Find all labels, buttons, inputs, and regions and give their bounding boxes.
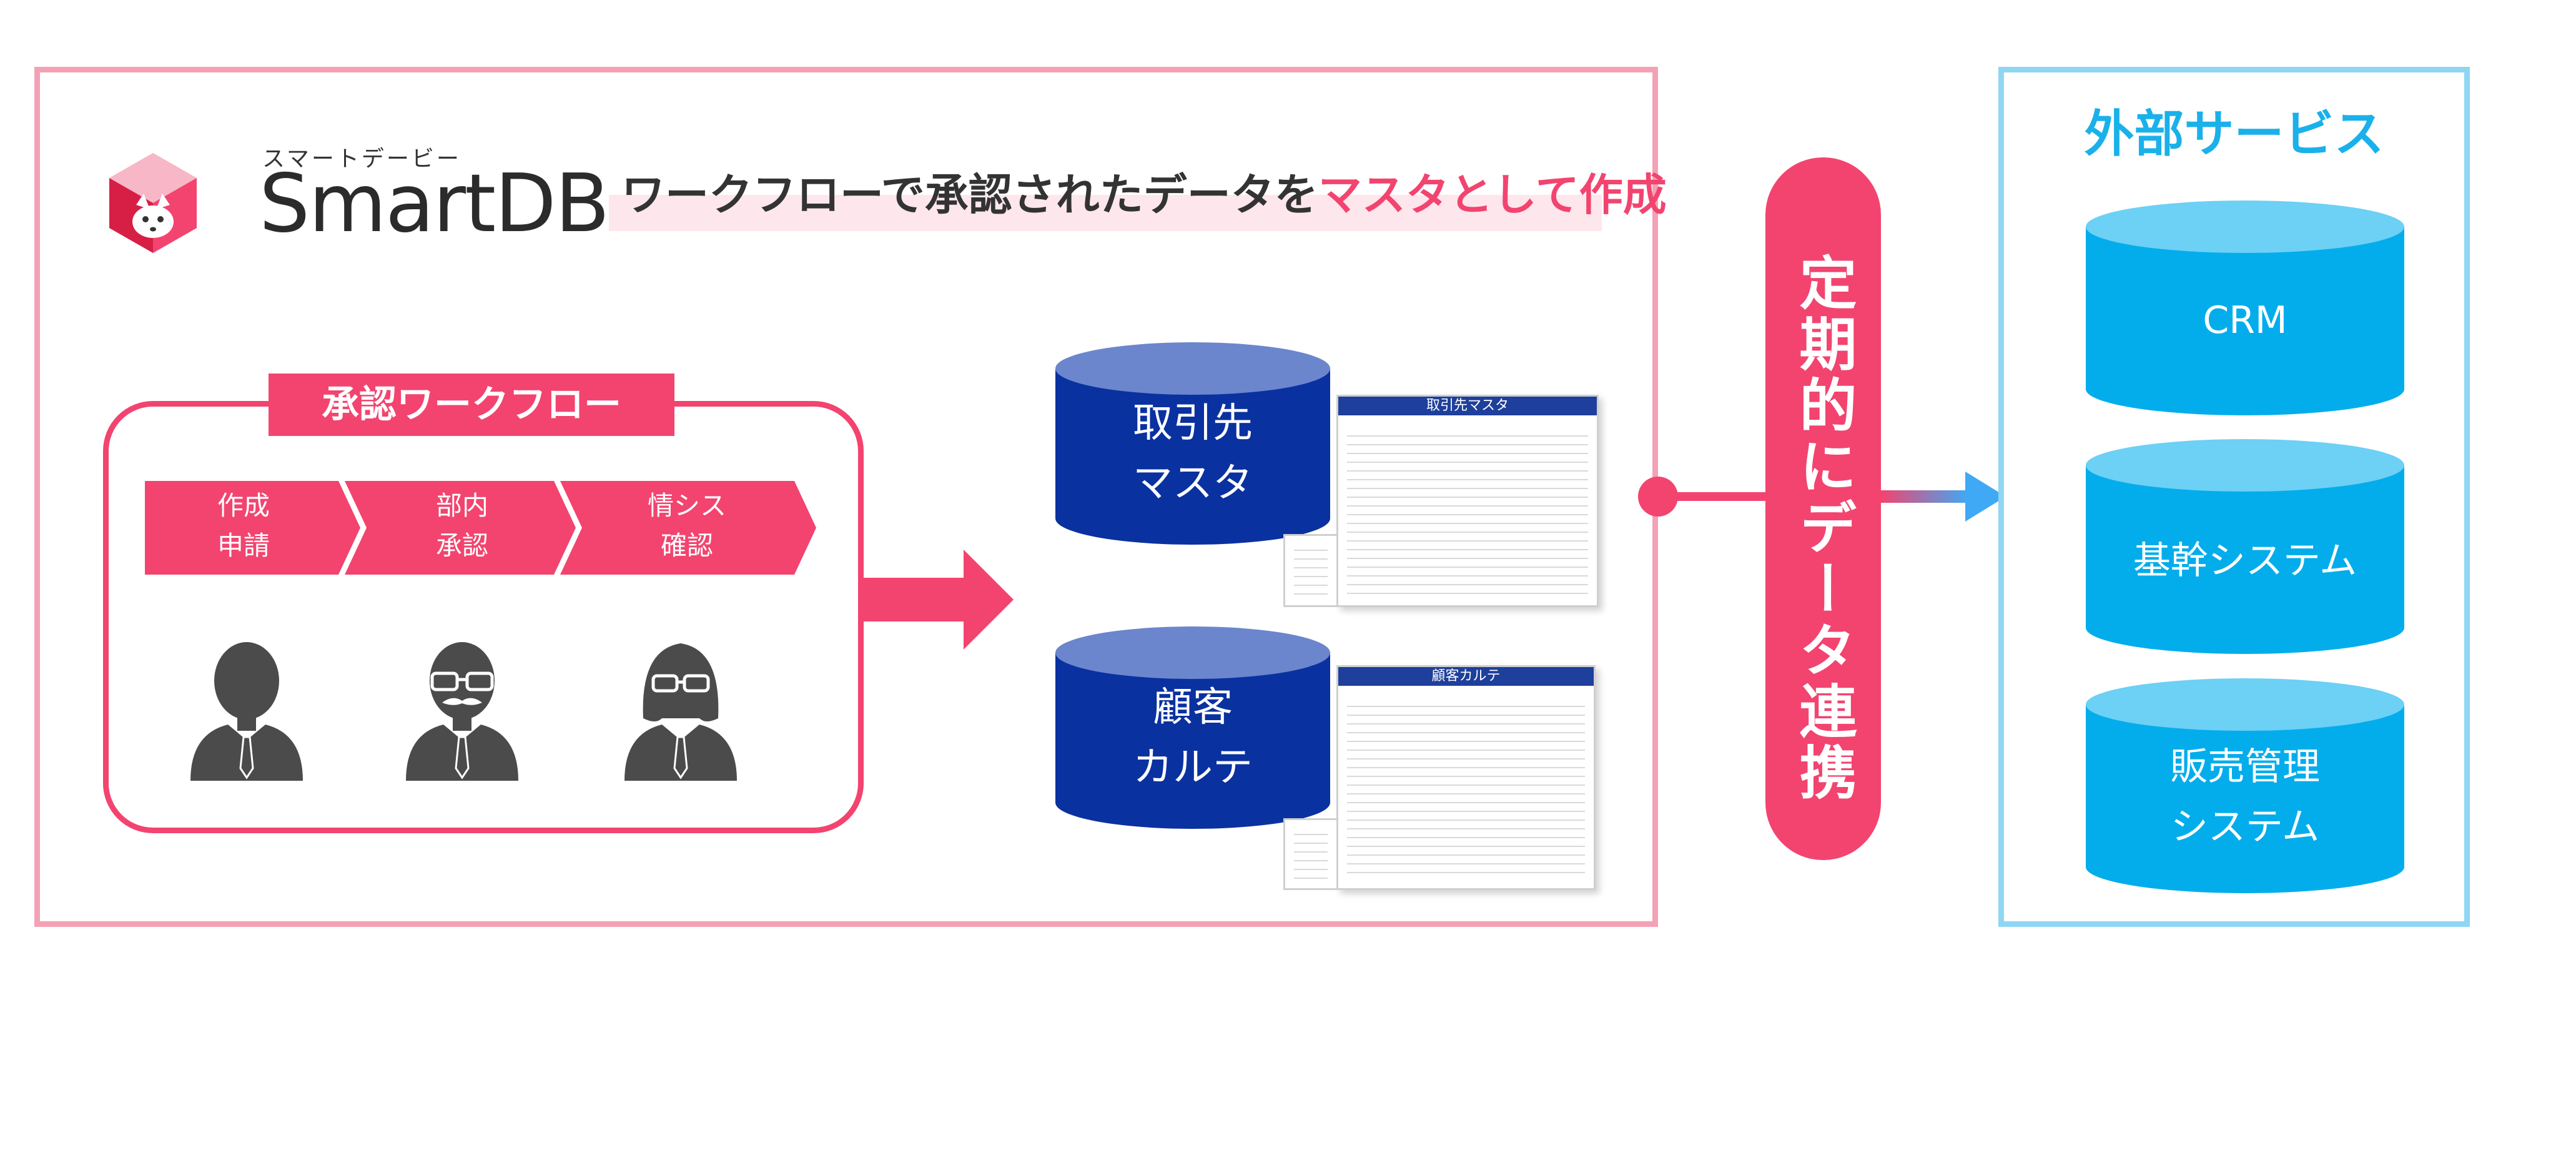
master-doc-thumbnail: 取引先マスタ — [1336, 395, 1599, 607]
step-chevron-1 — [145, 481, 360, 575]
connector-left — [1638, 477, 1767, 517]
sales-system-line1: 販売管理 — [2170, 745, 2320, 789]
crm-line1: CRM — [2203, 299, 2287, 342]
customer-db-line1: 顧客 — [1153, 685, 1233, 731]
workflow-step-1: 作成 申請 — [172, 486, 315, 566]
customer-doc-title: 顧客カルテ — [1338, 667, 1594, 686]
sales-system-line2: システム — [2170, 805, 2320, 849]
master-db-label: 取引先 マスタ — [1055, 393, 1330, 513]
logo-wordmark: SmartDB — [259, 157, 610, 250]
sales-system-cylinder — [2086, 678, 2404, 893]
step-1-line2: 申請 — [217, 530, 270, 561]
crm-cylinder — [2086, 200, 2404, 415]
step-1-line1: 作成 — [217, 490, 270, 521]
sync-pill — [1765, 157, 1881, 860]
sync-arrow — [1881, 472, 2006, 522]
sales-system-label: 販売管理 システム — [2083, 737, 2407, 857]
customer-db-cylinder — [1055, 626, 1330, 829]
tagline-main: ワークフローで承認されたデータを — [621, 169, 1318, 220]
master-doc-lines — [1347, 428, 1588, 598]
smartdb-cube-logo-icon — [109, 153, 197, 253]
master-doc-title: 取引先マスタ — [1338, 397, 1597, 415]
step-2-line1: 部内 — [435, 490, 488, 521]
logo-ruby-text: スマートデービー — [262, 146, 461, 172]
step-chevron-3 — [560, 481, 816, 575]
core-system-line1: 基幹システム — [2133, 539, 2357, 583]
crm-label: CRM — [2083, 290, 2407, 350]
sync-pill-label: 定期的にデータ連携 — [1790, 253, 1857, 804]
person-woman-icon — [624, 643, 737, 781]
smartdb-logo: スマートデービー SmartDB — [106, 141, 610, 265]
master-db-cylinder — [1055, 342, 1330, 545]
customer-db-label: 顧客 カルテ — [1055, 678, 1330, 798]
core-system-label: 基幹システム — [2083, 531, 2407, 591]
workflow-step-2: 部内 承認 — [390, 486, 534, 566]
tagline-highlight: マスタとして作成 — [1318, 169, 1667, 220]
tagline: ワークフローで承認されたデータをマスタとして作成 — [621, 164, 1667, 226]
master-db-line2: マスタ — [1133, 460, 1253, 507]
workflow-step-3: 情シス 確認 — [615, 486, 759, 566]
master-doc-left-edge — [1283, 534, 1336, 607]
workflow-title-bar — [269, 374, 674, 436]
step-chevron-2 — [345, 481, 576, 575]
customer-doc-thumbnail: 顧客カルテ — [1336, 665, 1596, 890]
external-services-title: 外部サービス — [2084, 105, 2384, 163]
step-2-line2: 承認 — [435, 530, 488, 561]
step-3-line2: 確認 — [660, 530, 713, 561]
person-icon — [190, 642, 303, 781]
core-system-cylinder — [2086, 439, 2404, 654]
customer-doc-left-edge — [1283, 818, 1336, 890]
workflow-title: 承認ワークフロー — [322, 383, 621, 427]
customer-db-line2: カルテ — [1133, 745, 1253, 791]
step-3-line1: 情シス — [647, 490, 726, 521]
person-mustache-icon — [406, 642, 518, 781]
customer-doc-lines — [1347, 698, 1585, 881]
master-db-line1: 取引先 — [1133, 400, 1253, 447]
workflow-steps-chevrons — [145, 481, 816, 575]
tagline-highlight-bar — [609, 195, 1602, 231]
workflow-to-master-arrow — [864, 550, 1014, 650]
